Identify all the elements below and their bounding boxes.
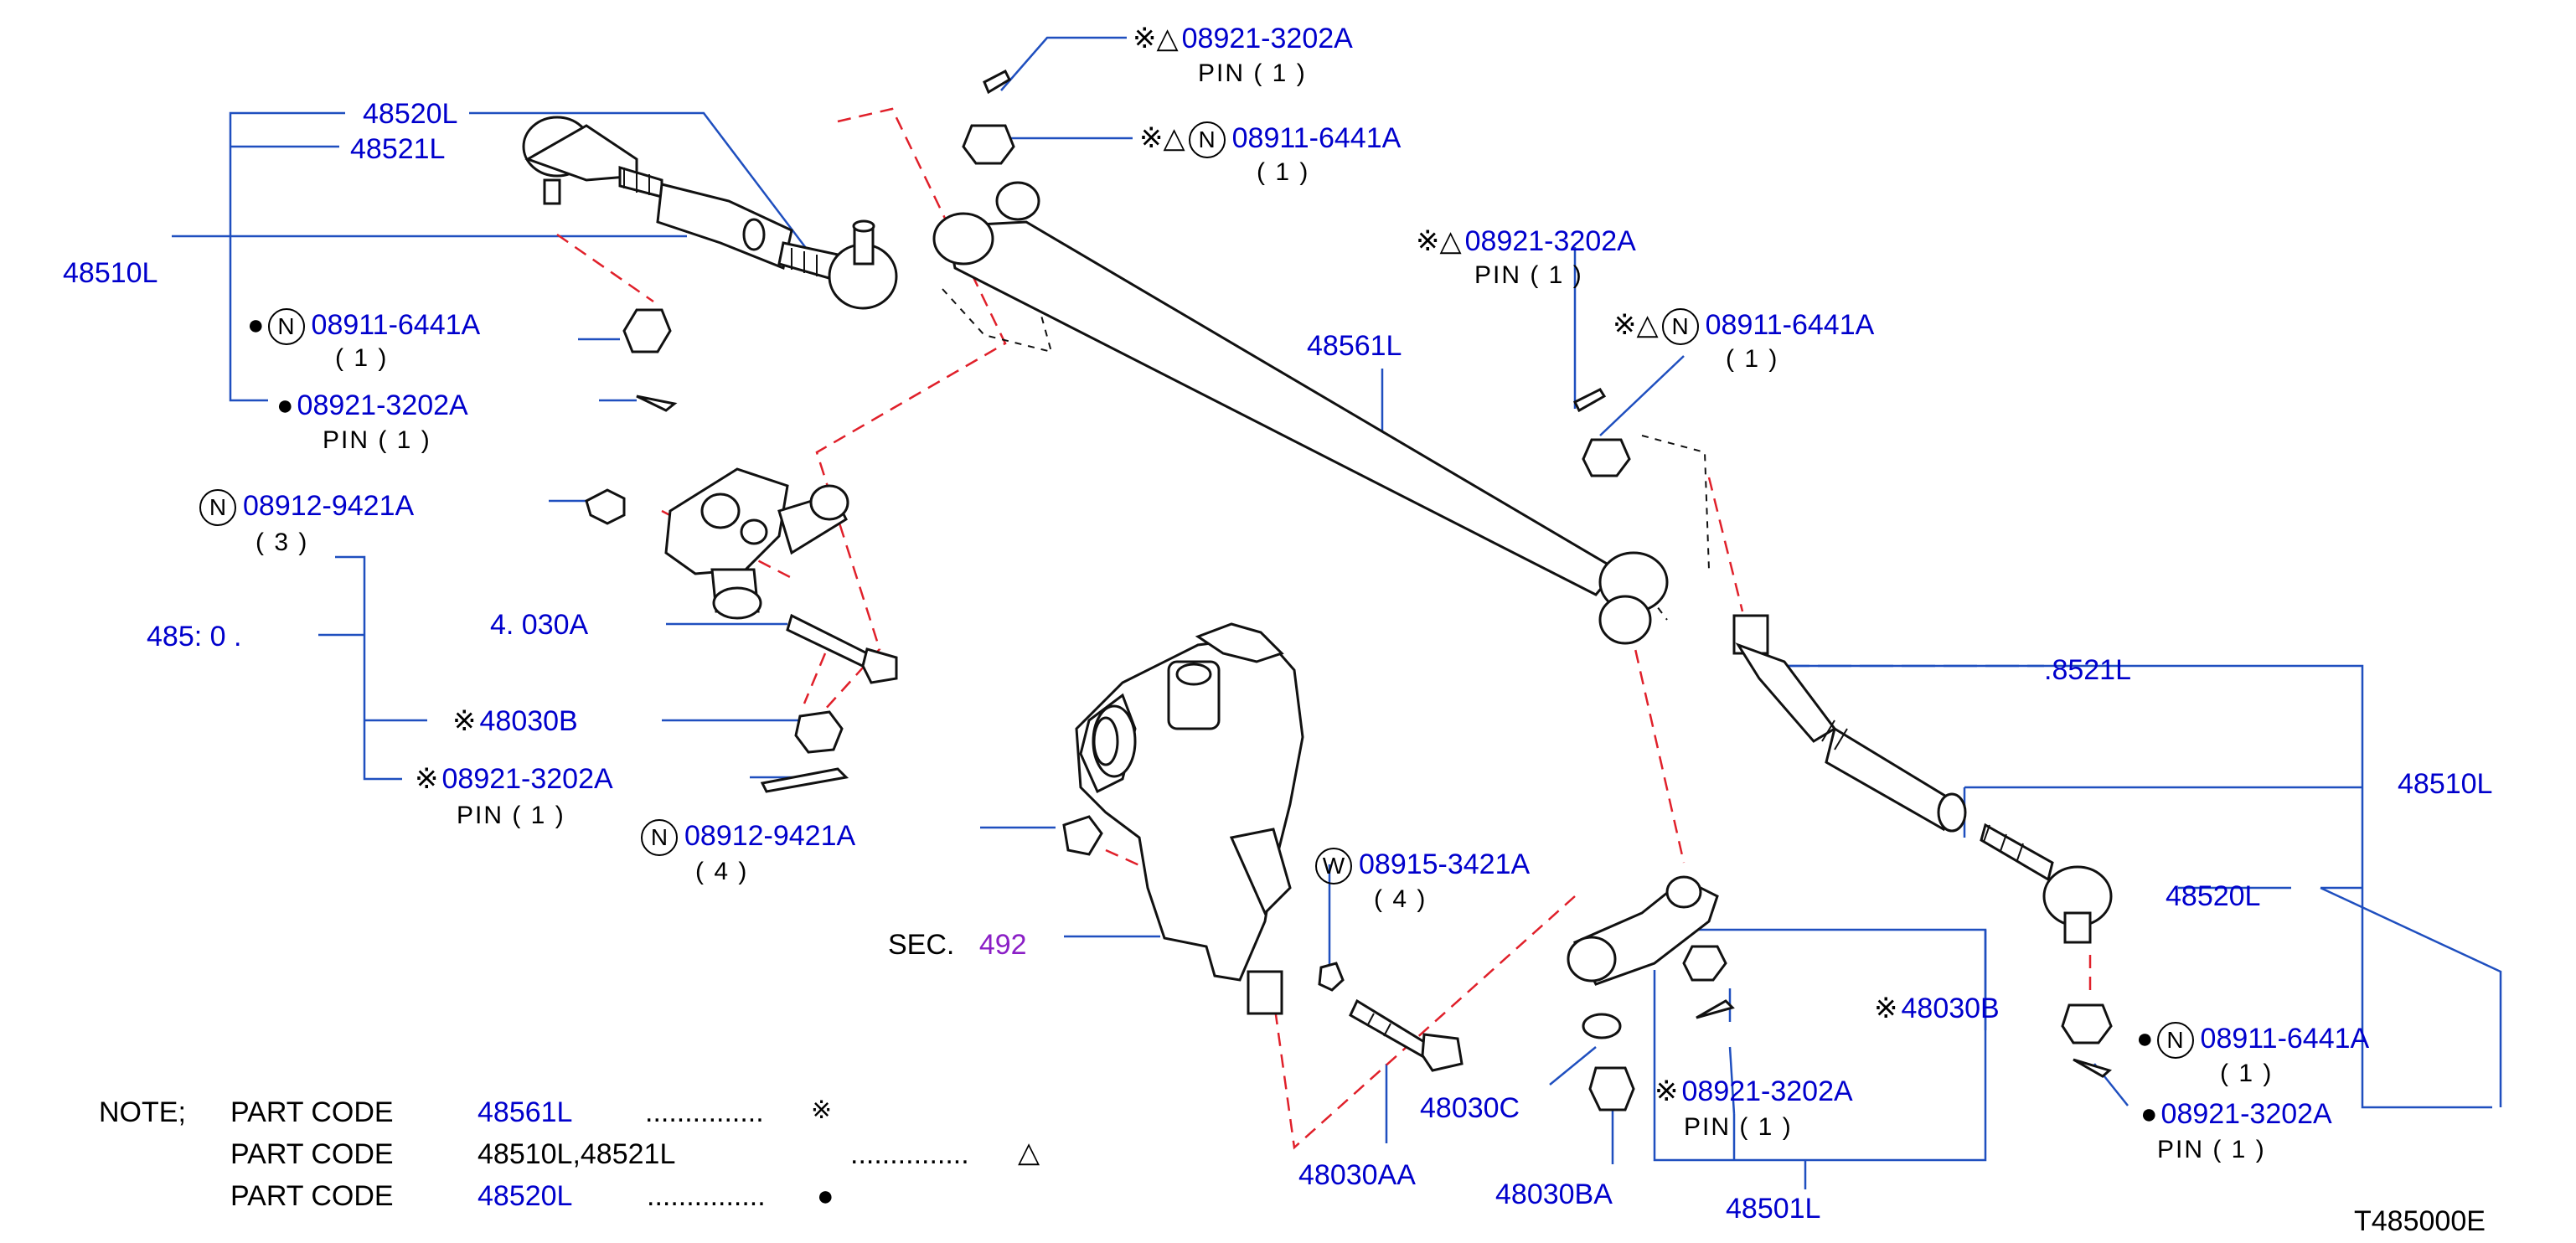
callout-section-ref: SEC. 492 bbox=[888, 930, 1027, 960]
part-number: 08921-3202A bbox=[297, 389, 468, 421]
callout-48521L-left: 48521L bbox=[350, 133, 446, 165]
callout-symbol: ● bbox=[247, 308, 265, 341]
callout-qty: ( 1 ) bbox=[1726, 345, 1779, 373]
note-row-mark: ※ bbox=[811, 1096, 833, 1124]
callout-48030B-right: ※48030B bbox=[1874, 993, 2000, 1024]
nut-ring-icon: N bbox=[2156, 1022, 2194, 1059]
callout-pin-08921-3202A-left: ●08921-3202A bbox=[276, 390, 468, 420]
part-number: 08912-9421A bbox=[684, 819, 856, 852]
callout-48030A-partial: 4. 030A bbox=[490, 609, 589, 641]
callout-qty: PIN ( 1 ) bbox=[1474, 261, 1583, 289]
callout-symbol: ※△ bbox=[1139, 121, 1185, 154]
callout-48510L-right: 48510L bbox=[2398, 768, 2493, 800]
part-number: 08921-3202A bbox=[1681, 1075, 1853, 1107]
note-row-mark: ● bbox=[817, 1180, 834, 1212]
callout-symbol: ● bbox=[2140, 1098, 2158, 1130]
thread-marks bbox=[623, 168, 2024, 1037]
note-row-dots: ............... bbox=[645, 1096, 764, 1128]
part-number: 08921-3202A bbox=[441, 763, 613, 795]
nut-ring-icon: N bbox=[267, 308, 305, 345]
callout-48520L-left: 48520L bbox=[363, 98, 458, 130]
callout-48510L-left: 48510L bbox=[63, 257, 158, 289]
part-number: 08911-6441A bbox=[2200, 1022, 2370, 1055]
callout-485-partial: 485: 0 . bbox=[147, 621, 242, 652]
callout-qty: PIN ( 1 ) bbox=[1684, 1113, 1793, 1141]
part-number: 08911-6441A bbox=[311, 308, 481, 341]
callout-symbol: ※△ bbox=[1416, 225, 1462, 257]
callout-qty: ( 4 ) bbox=[1374, 885, 1427, 913]
callout-qty: PIN ( 1 ) bbox=[1198, 59, 1307, 87]
callout-pin-08921-3202A-top: ※△08921-3202A bbox=[1133, 23, 1353, 54]
callout-qty: ( 3 ) bbox=[256, 529, 309, 556]
callout-48030C: 48030C bbox=[1420, 1092, 1520, 1124]
hidden-lines bbox=[942, 276, 1710, 621]
callout-symbol: ※△ bbox=[1613, 308, 1659, 341]
callout-qty: PIN ( 1 ) bbox=[323, 426, 431, 454]
callout-48501L: 48501L bbox=[1726, 1193, 1821, 1225]
callout-symbol: ※ bbox=[1655, 1075, 1679, 1107]
callout-symbol: ※ bbox=[452, 705, 477, 737]
callout-qty: ( 1 ) bbox=[1257, 158, 1310, 186]
part-number: 08911-6441A bbox=[1231, 121, 1402, 154]
callout-qty: ( 1 ) bbox=[335, 344, 389, 372]
callout-48030BA: 48030BA bbox=[1495, 1179, 1613, 1210]
drawing-id: T485000E bbox=[2354, 1205, 2486, 1237]
note-label: NOTE; bbox=[99, 1096, 186, 1128]
nut-ring-icon: N bbox=[641, 819, 678, 856]
callout-pin-08921-3202A-idler-right: ※08921-3202A bbox=[1655, 1076, 1853, 1106]
callout-qty: PIN ( 1 ) bbox=[457, 802, 565, 829]
note-row-prefix: PART CODE bbox=[230, 1096, 394, 1128]
callout-qty: PIN ( 1 ) bbox=[2157, 1136, 2266, 1163]
note-row-prefix: PART CODE bbox=[230, 1138, 394, 1170]
part-number: 08921-3202A bbox=[1464, 225, 1636, 257]
callout-48030B-left: ※48030B bbox=[452, 706, 578, 736]
callout-48520L-right: 48520L bbox=[2166, 880, 2261, 912]
note-row-code: 48510L,48521L bbox=[478, 1138, 676, 1170]
callout-pin-08921-3202A-centre: ※△08921-3202A bbox=[1416, 226, 1636, 256]
nut-ring-icon: N bbox=[199, 489, 236, 526]
note-row-code: 48561L bbox=[478, 1096, 573, 1128]
note-row-prefix: PART CODE bbox=[230, 1180, 394, 1212]
note-row-code: 48520L bbox=[478, 1180, 573, 1212]
nut-ring-icon: N bbox=[1661, 308, 1699, 345]
note-row-dots: ............... bbox=[850, 1138, 969, 1170]
callout-pin-08921-3202A-right: ●08921-3202A bbox=[2140, 1099, 2332, 1129]
part-number: 08911-6441A bbox=[1705, 308, 1875, 341]
washer-ring-icon: W bbox=[1315, 848, 1352, 885]
callout-symbol: ※ bbox=[415, 763, 439, 795]
parts-outline bbox=[522, 69, 2113, 1111]
part-number: 08921-3202A bbox=[1181, 23, 1353, 54]
section-number-link[interactable]: 492 bbox=[978, 929, 1027, 961]
nut-ring-icon: N bbox=[1188, 121, 1226, 158]
callout-symbol: ※△ bbox=[1133, 23, 1179, 54]
callout-symbol: ● bbox=[276, 389, 294, 421]
section-prefix: SEC. bbox=[888, 929, 955, 961]
callout-qty: ( 4 ) bbox=[695, 858, 749, 885]
part-number: 08921-3202A bbox=[2160, 1098, 2332, 1130]
callout-pin-08921-3202A-idler: ※08921-3202A bbox=[415, 764, 613, 794]
part-number: 08912-9421A bbox=[243, 489, 415, 522]
callout-qty: ( 1 ) bbox=[2220, 1060, 2274, 1087]
note-row-dots: ............... bbox=[647, 1180, 766, 1212]
note-row-mark: △ bbox=[1018, 1137, 1040, 1168]
part-number: 48030B bbox=[1901, 993, 2000, 1024]
callout-48030AA: 48030AA bbox=[1298, 1159, 1416, 1191]
part-number: 48030B bbox=[479, 705, 578, 737]
part-number: 08915-3421A bbox=[1359, 848, 1531, 880]
callout-symbol: ● bbox=[2136, 1022, 2154, 1055]
leader-lines bbox=[172, 36, 2502, 1189]
callout-symbol: ※ bbox=[1874, 993, 1898, 1024]
callout-48561L: 48561L bbox=[1307, 330, 1402, 362]
callout-48521L-right-partial: .8521L bbox=[2044, 654, 2131, 686]
